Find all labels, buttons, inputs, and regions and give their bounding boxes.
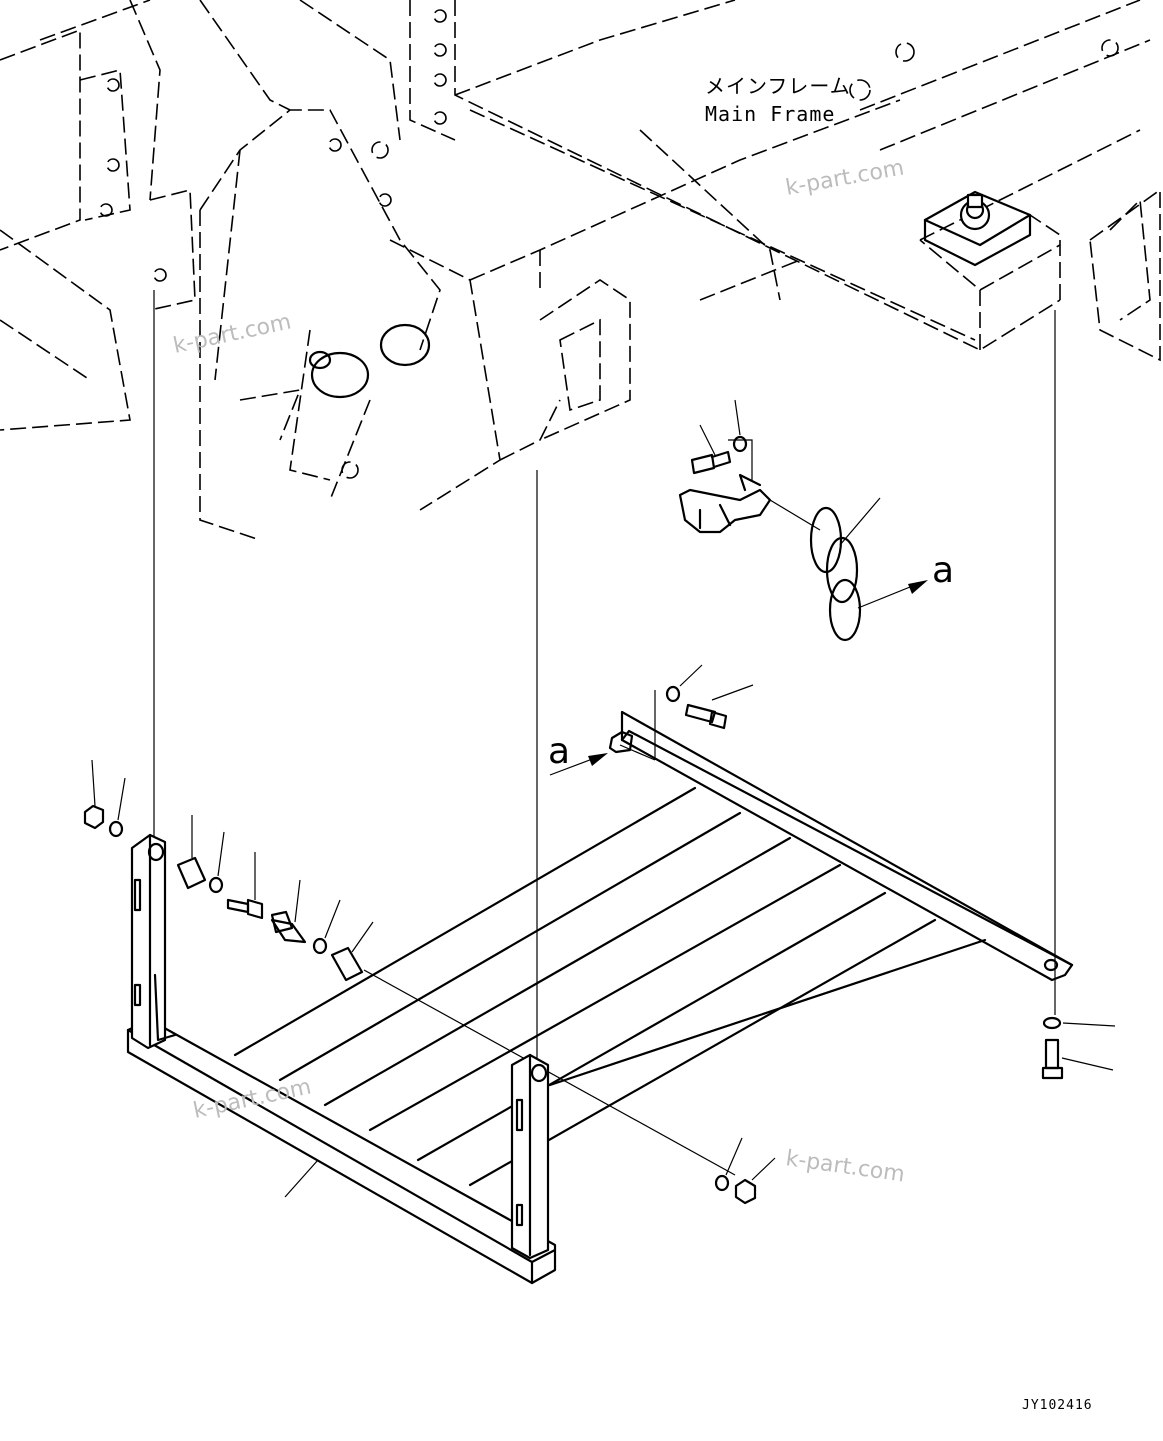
watermark: k-part.com [784,155,906,200]
main-frame-label-jp: メインフレーム [705,74,851,98]
drawing-code: JY102416 [1022,1398,1093,1413]
frame-mount-bracket [923,190,1032,267]
hardware-right [549,664,1116,1205]
view-marker-a-chain: a [932,550,954,591]
hardware-left [83,759,374,982]
main-frame-label-en: Main Frame [705,102,835,126]
watermark: k-part.com [784,1146,906,1187]
main-frame-phantom [0,0,1161,541]
frame-pivot-bearing [308,323,431,399]
view-marker-a-bar: a [548,731,570,772]
watermark: k-part.com [171,310,293,359]
step-frame [126,690,1074,1285]
chain-assembly [678,399,928,642]
alignment-lines [153,290,1056,1176]
